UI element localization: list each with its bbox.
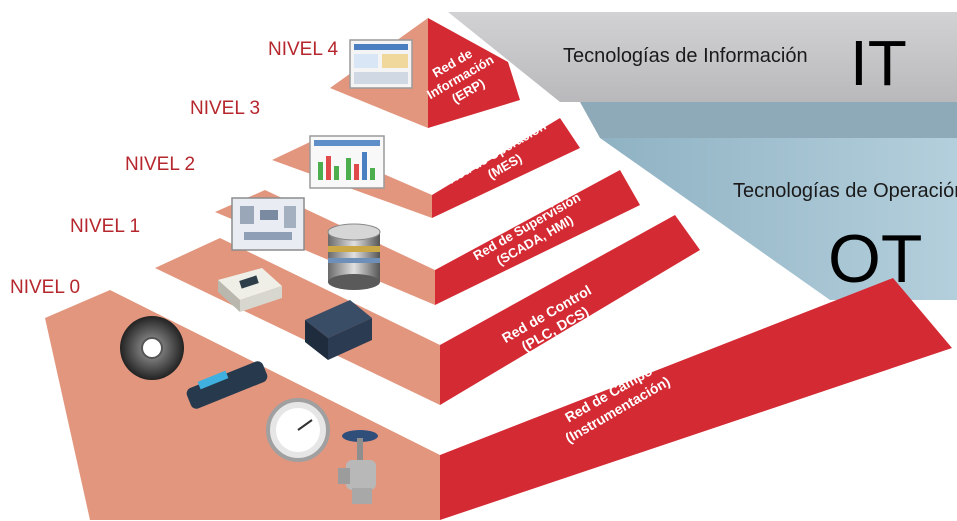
ot-band — [600, 138, 957, 300]
level-3-right-face — [432, 118, 580, 218]
dcs-module-icon — [305, 300, 372, 360]
turbine-fan-icon — [120, 316, 184, 380]
level-1-label: NIVEL 1 — [70, 216, 140, 237]
database-server-icon — [327, 223, 381, 290]
level-2-label: NIVEL 2 — [125, 154, 195, 175]
ot-code: OT — [828, 221, 922, 297]
it-ot-transition-band — [580, 102, 957, 138]
mes-dashboard-icon — [309, 135, 385, 189]
pressure-gauge-icon — [266, 398, 330, 462]
level-3-label: NIVEL 3 — [190, 98, 260, 119]
level-0-right-face — [440, 278, 952, 520]
level-0-label: NIVEL 0 — [10, 277, 80, 298]
erp-screen-icon — [349, 39, 413, 89]
level-2-right-face — [435, 170, 640, 305]
valve-icon — [338, 430, 378, 504]
flow-meter-icon — [186, 361, 268, 409]
it-label: Tecnologías de Información — [563, 45, 808, 67]
scada-hmi-screen-icon — [231, 197, 305, 251]
it-code: IT — [850, 27, 907, 99]
it-band — [448, 12, 957, 102]
level-4-right-face — [428, 18, 520, 128]
level-4-label: NIVEL 4 — [268, 39, 338, 60]
level-1-right-face — [440, 215, 700, 405]
ot-label: Tecnologías de Operación — [733, 180, 957, 202]
plc-controller-icon — [218, 268, 282, 312]
